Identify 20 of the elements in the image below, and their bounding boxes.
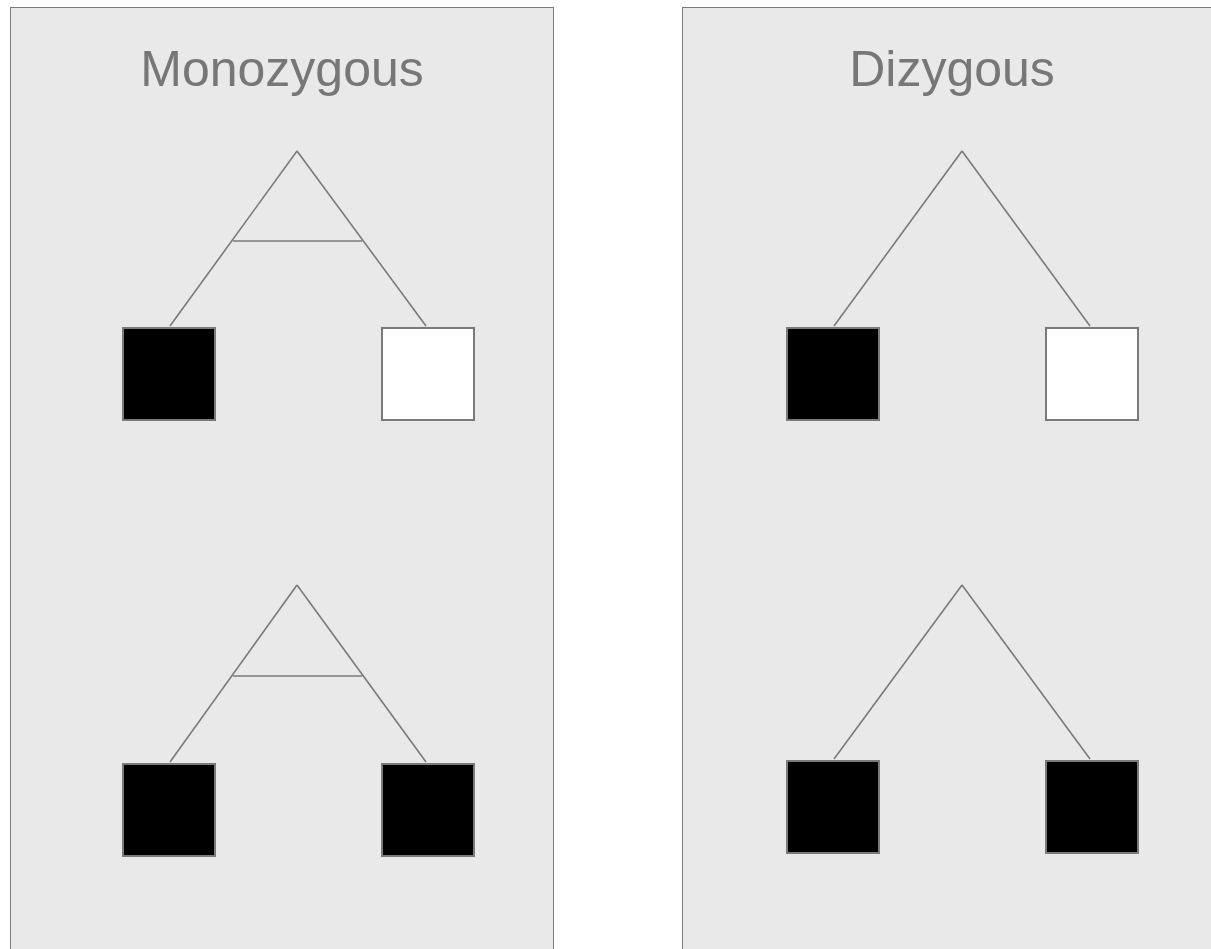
individual-square	[786, 760, 880, 854]
twin-line	[961, 150, 1091, 327]
twin-line	[169, 584, 298, 763]
twin-line	[961, 584, 1091, 760]
group-panel	[10, 7, 554, 949]
panel-heading: Dizygous	[848, 44, 1056, 94]
individual-square	[1045, 327, 1139, 421]
individual-square	[122, 763, 216, 857]
group-panel	[682, 7, 1211, 949]
twin-line	[833, 150, 963, 327]
individual-square	[381, 763, 475, 857]
individual-square	[1045, 760, 1139, 854]
twin-line	[296, 150, 427, 327]
twin-line	[833, 584, 963, 760]
individual-square	[786, 327, 880, 421]
twin-line	[296, 584, 427, 763]
panel-heading: Monozygous	[139, 44, 425, 94]
individual-square	[122, 327, 216, 421]
twin-line	[169, 150, 298, 327]
individual-square	[381, 327, 475, 421]
